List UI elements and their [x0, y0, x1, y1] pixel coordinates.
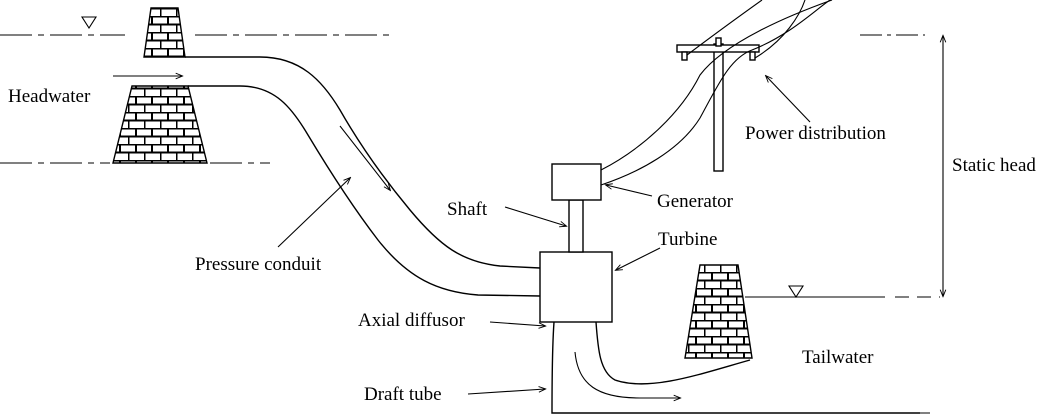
- draft-tube-flow-arrow: [574, 351, 680, 398]
- pressure-conduit-top-wall: [185, 56, 541, 269]
- shaft-leader: [504, 206, 566, 226]
- label-static-head: Static head: [952, 155, 1036, 176]
- label-power-distribution: Power distribution: [745, 123, 886, 144]
- tailwater-dam-brick: [684, 264, 753, 359]
- headwater-level-lines: [0, 34, 390, 164]
- tailwater-level-marker-icon: [787, 285, 805, 299]
- label-headwater: Headwater: [8, 86, 91, 107]
- draft-tube-inner-wall: [595, 321, 751, 385]
- generator-leader: [606, 185, 653, 197]
- pressure-conduit-bottom-wall: [188, 85, 541, 297]
- headwater-level-marker-icon: [80, 16, 98, 30]
- power-line-lower: [600, 0, 831, 186]
- label-tailwater: Tailwater: [802, 347, 874, 368]
- label-axial-diffusor: Axial diffusor: [358, 310, 465, 331]
- axial-diffusor-leader: [489, 321, 545, 326]
- label-pressure-conduit: Pressure conduit: [195, 254, 322, 275]
- draft-tube-outer-wall: [551, 321, 920, 414]
- power-line-right: [754, 0, 806, 59]
- turbine-leader: [616, 247, 661, 270]
- generator-box: [551, 163, 602, 201]
- label-draft-tube: Draft tube: [364, 384, 442, 405]
- pressure-conduit-leader: [277, 178, 350, 248]
- dam-lower-brick: [112, 85, 208, 164]
- dam-upper-brick: [143, 7, 186, 58]
- turbine-box: [539, 251, 613, 323]
- power-pole-icon: [676, 37, 760, 172]
- shaft: [568, 199, 584, 253]
- label-shaft: Shaft: [447, 199, 488, 220]
- power-distribution-leader: [766, 76, 811, 123]
- conduit-flow-arrow: [339, 125, 390, 190]
- draft-tube-leader: [467, 389, 545, 395]
- label-turbine: Turbine: [658, 229, 717, 250]
- power-line-top-left: [686, 0, 763, 56]
- label-generator: Generator: [657, 191, 734, 212]
- power-line-upper: [600, 0, 833, 171]
